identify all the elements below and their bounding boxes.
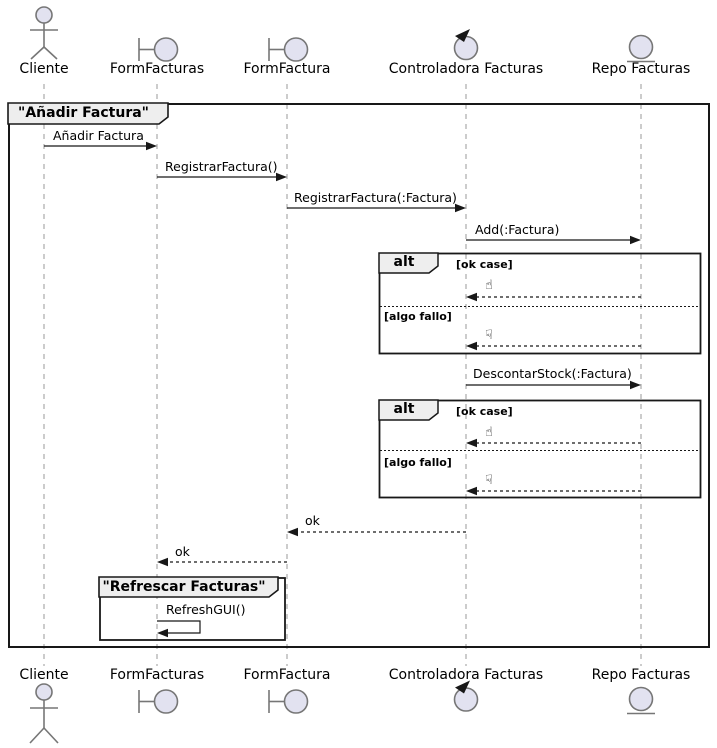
participant-label-cliente-top: Cliente [19, 61, 69, 77]
frame-title-pentagon [7, 102, 169, 125]
group-refrescar-facturas [98, 576, 286, 641]
self-message-arrow [157, 620, 201, 638]
alt-2-guard-ok: [ok case] [456, 405, 513, 418]
entity-icon-top [627, 34, 655, 63]
participant-label-controladora-top: Controladora Facturas [388, 61, 544, 77]
boundary-icon-formfactura-bottom [268, 689, 309, 714]
boundary-icon-formfacturas-top [138, 37, 179, 62]
actor-icon-bottom [29, 683, 59, 744]
alt-1-guard-ok: [ok case] [456, 258, 513, 271]
alt-1-operator: alt [393, 254, 415, 270]
entity-icon-bottom [627, 686, 655, 715]
participant-label-repo-top: Repo Facturas [591, 61, 691, 77]
alt-2-guard-fail: [algo fallo] [384, 456, 452, 469]
participant-label-formfactura-bottom: FormFactura [243, 667, 331, 683]
boundary-icon-formfacturas-bottom [138, 689, 179, 714]
participant-label-formfactura-top: FormFactura [243, 61, 331, 77]
group-title: "Refrescar Facturas" [102, 579, 266, 595]
control-icon-bottom [453, 680, 479, 712]
message-label-ok-1: ok [305, 513, 320, 528]
message-label-add-factura: Add(:Factura) [475, 222, 560, 237]
message-label-refresh-gui: RefreshGUI() [166, 602, 246, 617]
message-label-ok-2: ok [175, 544, 190, 559]
thumbs-up-icon-1: ☝ [485, 278, 493, 293]
alt-fragment-1 [378, 252, 702, 355]
participant-label-formfacturas-top: FormFacturas [109, 61, 205, 77]
message-label-anadir-factura: Añadir Factura [53, 128, 144, 143]
thumbs-down-icon-2: ☟ [485, 473, 493, 488]
reply-arrows [157, 292, 641, 567]
alt-2-operator: alt [393, 401, 415, 417]
frame-border [8, 103, 710, 648]
call-arrows [44, 141, 641, 390]
actor-icon-top [30, 6, 58, 60]
control-icon-top [453, 29, 479, 61]
message-label-descontar-stock: DescontarStock(:Factura) [473, 366, 632, 381]
participant-label-cliente-bottom: Cliente [19, 667, 69, 683]
alt-1-guard-fail: [algo fallo] [384, 310, 452, 323]
participant-label-repo-bottom: Repo Facturas [591, 667, 691, 683]
lifelines [43, 84, 642, 666]
frame-title: "Añadir Factura" [18, 105, 149, 121]
participant-label-controladora-bottom: Controladora Facturas [388, 667, 544, 683]
alt-fragment-2 [378, 399, 702, 499]
thumbs-down-icon-1: ☟ [485, 328, 493, 343]
participant-label-formfacturas-bottom: FormFacturas [109, 667, 205, 683]
message-label-registrar-factura-param: RegistrarFactura(:Factura) [294, 190, 457, 205]
thumbs-up-icon-2: ☝ [485, 425, 493, 440]
message-label-registrar-factura: RegistrarFactura() [165, 159, 278, 174]
boundary-icon-formfactura-top [268, 37, 309, 62]
